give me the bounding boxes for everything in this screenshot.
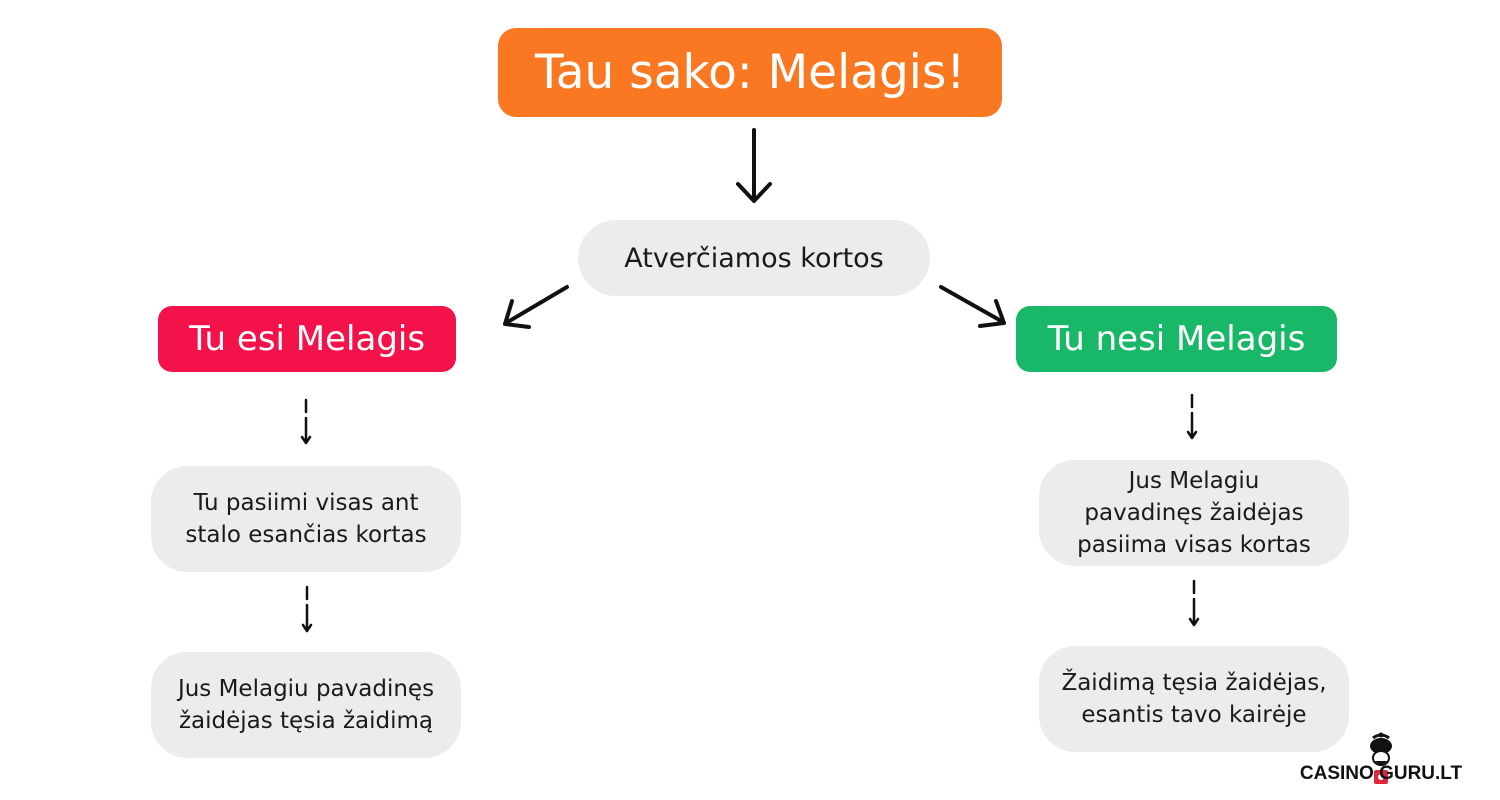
node-left-head: Tu esi Melagis [158,306,456,372]
node-top-label: Tau sako: Melagis! [534,45,966,100]
node-left-step2-label: Jus Melagiu pavadinęs žaidėjas tęsia žai… [177,676,435,734]
edge-middle-to-right-head [939,285,1006,328]
edge-left-step1-to-left-step2 [301,585,313,633]
casinoguru-logo: CASINO GURU.LT [1281,732,1481,790]
node-top: Tau sako: Melagis! [498,28,1002,117]
node-right-step1-label: Jus Melagiu pavadinęs žaidėjas pasiima v… [1077,468,1311,558]
edge-middle-to-left-head [503,285,569,329]
node-right-step2: Žaidimą tęsia žaidėjas, esantis tavo kai… [1039,646,1349,752]
edge-right-head-to-right-step1 [1186,393,1198,440]
node-middle-label: Atverčiamos kortos [624,242,884,274]
node-left-step2: Jus Melagiu pavadinęs žaidėjas tęsia žai… [151,652,461,758]
edge-right-step1-to-right-step2 [1188,579,1200,627]
logo-text: CASINO GURU.LT [1299,763,1463,784]
edge-left-head-to-left-step1 [300,398,312,445]
node-middle: Atverčiamos kortos [578,220,930,296]
node-left-step1-label: Tu pasiimi visas ant stalo esančias kort… [185,490,427,548]
node-left-step1: Tu pasiimi visas ant stalo esančias kort… [151,466,461,572]
node-right-step1: Jus Melagiu pavadinęs žaidėjas pasiima v… [1039,460,1349,566]
node-right-step2-label: Žaidimą tęsia žaidėjas, esantis tavo kai… [1061,670,1327,728]
node-right-head: Tu nesi Melagis [1016,306,1337,372]
node-left-head-label: Tu esi Melagis [188,319,426,359]
guru-figure-icon [1370,732,1392,784]
node-right-head-label: Tu nesi Melagis [1047,319,1306,359]
edge-top-to-middle [736,128,772,203]
